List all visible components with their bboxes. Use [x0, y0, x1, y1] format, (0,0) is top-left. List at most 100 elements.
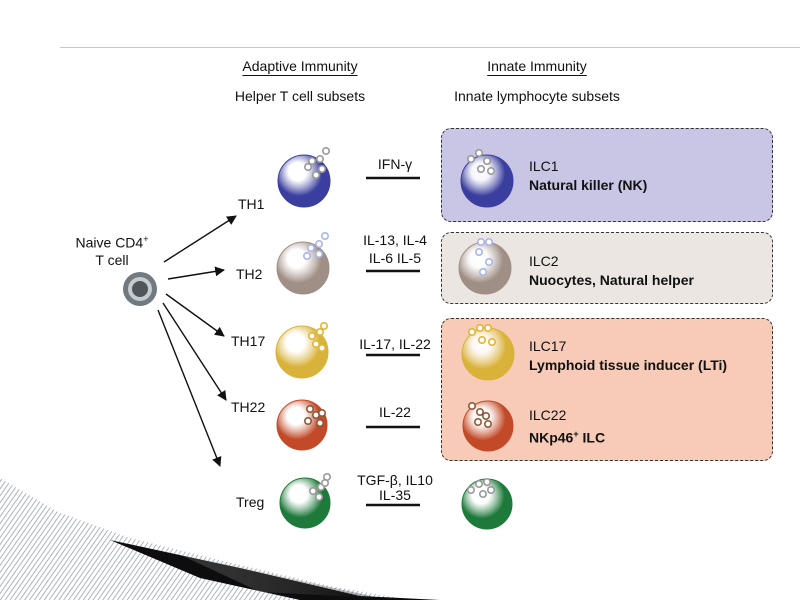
arrow-to-th22 — [162, 302, 227, 401]
naive-cell-core — [132, 281, 148, 297]
ilc17-cell-granule — [487, 337, 496, 346]
naive-cd4-label-text: Naive CD4 — [75, 234, 144, 251]
th22-cell-granule — [315, 418, 324, 427]
ilc1-cell-body — [460, 154, 514, 208]
th1-cell-granule — [311, 171, 320, 180]
ilc-treg-cell-granule — [478, 489, 487, 498]
ilc17-name: ILC17 — [529, 338, 567, 354]
ilc-treg-cell-granule — [486, 485, 495, 494]
th1-cell-granule — [317, 165, 326, 174]
ilc2-cell-granule — [478, 267, 487, 276]
ilc1-desc: Natural killer (NK) — [529, 177, 648, 193]
ilc22-desc: NKp46+ ILC — [529, 426, 605, 447]
th1-cell-granule — [315, 155, 324, 164]
helper-t-cell-subsets-subtitle: Helper T cell subsets — [234, 88, 366, 104]
th17-cell-granule — [315, 327, 324, 336]
ilc22-cell — [462, 400, 514, 452]
arrow-to-th2 — [167, 266, 225, 280]
cytokine-il22: IL-22 — [379, 404, 411, 420]
ilc2-cell-granule — [484, 257, 493, 266]
ilc2-name: ILC2 — [529, 253, 559, 269]
th2-cell-body — [276, 241, 330, 295]
th22-cell-granule — [303, 416, 312, 425]
treg-cell — [279, 472, 331, 529]
naive-cd4-sup: + — [143, 234, 149, 244]
th17-label: TH17 — [231, 333, 266, 349]
ilc1-name: ILC1 — [529, 158, 559, 174]
ilc2-desc: Nuocytes, Natural helper — [529, 272, 694, 288]
arrow-to-treg — [157, 309, 222, 467]
ilc2-cell-granule — [484, 238, 493, 247]
ilc1-cell — [460, 149, 514, 208]
ilc17-cell-granule — [475, 323, 484, 332]
th1-cell-granule — [321, 147, 330, 156]
ilc1-cell-granule — [476, 165, 485, 174]
ilc22-cell-granule — [481, 411, 490, 420]
th17-cell-granule — [311, 339, 320, 348]
ilc22-cell-granule — [473, 417, 482, 426]
ilc2-cell — [458, 238, 512, 295]
arrow-to-th17 — [165, 293, 225, 337]
th17-cell-granule — [319, 321, 328, 330]
th1-cell-body — [277, 154, 331, 208]
treg-cell-granule — [314, 492, 323, 501]
th2-cell-granule — [302, 252, 311, 261]
ilc22-cell-granule — [483, 419, 492, 428]
ilc22-cell-granule — [475, 407, 484, 416]
ilc1-cell-granule — [482, 157, 491, 166]
innate-immunity-title: Innate Immunity — [487, 58, 587, 74]
arrow-to-th1 — [163, 215, 237, 263]
ilc1-cell-granule — [466, 155, 475, 164]
th2-cell-granule — [320, 232, 329, 241]
treg-cell-granule — [320, 478, 329, 487]
treg-label: Treg — [236, 494, 265, 510]
naive-cd4-label: Naive CD4+ T cell — [62, 231, 162, 269]
ilc22-desc-pre: NKp46 — [529, 429, 574, 446]
th17-cell-body — [275, 325, 329, 379]
th22-label: TH22 — [231, 399, 266, 415]
th2-cell — [276, 232, 330, 295]
th1-cell-granule — [303, 163, 312, 172]
th1-label: TH1 — [238, 196, 265, 212]
th2-cell-granule — [314, 250, 323, 259]
cytokine-ifn-gamma: IFN-γ — [377, 156, 413, 172]
th2-label: TH2 — [236, 266, 263, 282]
ilc2-cell-body — [458, 241, 512, 295]
cytokine-il35: IL-35 — [379, 487, 411, 503]
ilc1-cell-granule — [474, 149, 483, 158]
th17-cell — [275, 321, 329, 379]
ilc17-cell-granule — [483, 323, 492, 332]
th22-cell — [276, 399, 328, 451]
th17-cell-granule — [307, 331, 316, 340]
t-cell-label-text: T cell — [95, 251, 129, 268]
ilc22-name: ILC22 — [529, 407, 567, 423]
treg-cell-granule — [308, 486, 317, 495]
th22-cell-granule — [317, 408, 326, 417]
ilc-treg-cell-granule — [474, 479, 483, 488]
ilc1-box — [441, 128, 773, 222]
ilc17-cell-granule — [467, 327, 476, 336]
ilc17-cell-body — [461, 327, 515, 381]
cytokine-il13-il4: IL-13, IL-4 — [363, 232, 427, 248]
ilc-treg-cell-granule — [482, 477, 491, 486]
th22-cell-granule — [305, 404, 314, 413]
ilc-treg-cell-granule — [466, 485, 475, 494]
ilc22-desc-sup: + — [573, 429, 579, 439]
ilc17-cell — [461, 323, 515, 381]
naive-t-cell — [123, 272, 157, 306]
th1-cell-granule — [307, 157, 316, 166]
ilc17-desc: Lymphoid tissue inducer (LTi) — [529, 357, 728, 373]
ilc-treg-cell — [461, 477, 513, 530]
ilc2-cell-granule — [476, 238, 485, 247]
ilc22-desc-post: ILC — [578, 429, 606, 446]
th2-cell-granule — [306, 244, 315, 253]
adaptive-immunity-title: Adaptive Immunity — [242, 58, 358, 74]
top-divider-line — [60, 47, 800, 48]
ilc17-cell-granule — [477, 335, 486, 344]
th17-cell-granule — [317, 343, 326, 352]
innate-lymphocyte-subsets-subtitle: Innate lymphocyte subsets — [454, 88, 620, 104]
ilc1-cell-granule — [486, 167, 495, 176]
cytokine-il6-il5: IL-6 IL-5 — [368, 250, 422, 266]
ilc22-cell-granule — [467, 401, 476, 410]
